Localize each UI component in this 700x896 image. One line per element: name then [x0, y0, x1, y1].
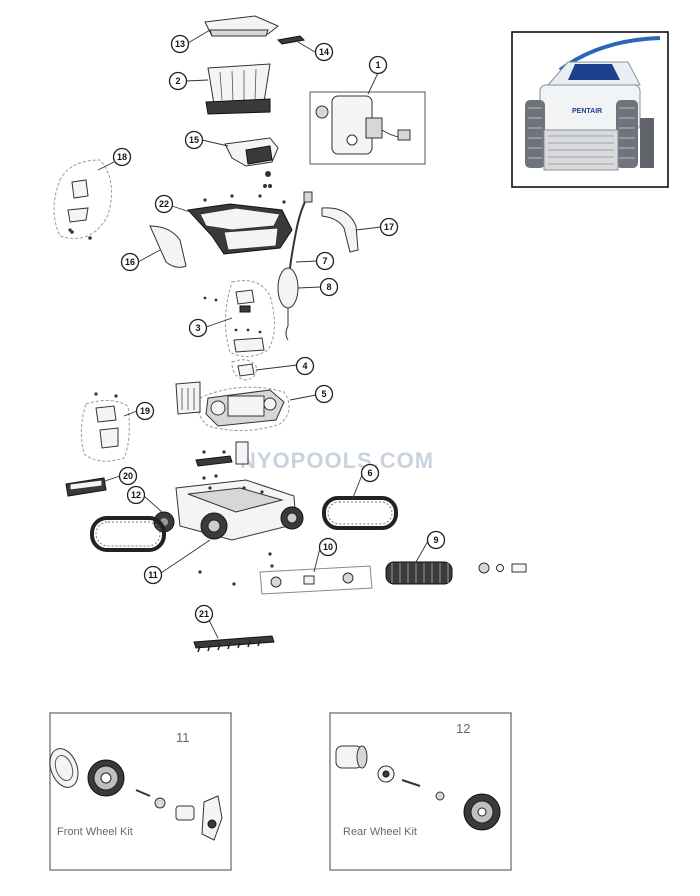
svg-text:18: 18 — [117, 152, 127, 162]
svg-text:16: 16 — [125, 257, 135, 267]
callout-16: 16 — [120, 252, 140, 272]
part-17-handle — [321, 207, 359, 253]
callout-20: 20 — [118, 466, 138, 486]
callout-7: 7 — [315, 251, 335, 271]
svg-text:20: 20 — [123, 471, 133, 481]
svg-text:8: 8 — [326, 282, 331, 292]
callout-6: 6 — [360, 463, 380, 483]
part-15-bracket — [224, 137, 279, 188]
callout-8: 8 — [319, 277, 339, 297]
svg-text:10: 10 — [323, 542, 333, 552]
part-11-front-wheel — [200, 506, 304, 540]
front-kit-parts — [49, 748, 223, 841]
svg-text:12: 12 — [131, 490, 141, 500]
callout-1: 1 — [368, 55, 388, 75]
callout-14: 14 — [314, 42, 334, 62]
watermark: NYOPOOLS.COM — [240, 448, 434, 473]
callout-17: 17 — [379, 217, 399, 237]
callout-12: 12 — [126, 485, 146, 505]
callout-2: 2 — [168, 71, 188, 91]
callout-19: 19 — [135, 401, 155, 421]
svg-text:2: 2 — [175, 76, 180, 86]
loose-screws — [68, 228, 236, 586]
part-10-axle-kit — [259, 552, 373, 595]
rear-kit-label: Rear Wheel Kit — [343, 826, 417, 838]
part-20-brush-guard — [65, 477, 107, 497]
svg-text:9: 9 — [433, 535, 438, 545]
part-brush-hardware — [478, 562, 527, 574]
svg-text:11: 11 — [148, 570, 158, 580]
callout-5: 5 — [314, 384, 334, 404]
part-1-power-supply — [309, 91, 426, 165]
part-4-seal — [231, 359, 257, 381]
svg-text:19: 19 — [140, 406, 150, 416]
svg-text:15: 15 — [189, 135, 199, 145]
front-wheel-kit: 11 Front Wheel Kit — [49, 712, 232, 871]
part-13-top-cover — [204, 15, 279, 37]
svg-text:22: 22 — [159, 199, 169, 209]
callout-4: 4 — [295, 356, 315, 376]
callout-11: 11 — [143, 565, 163, 585]
svg-text:5: 5 — [321, 389, 326, 399]
svg-text:3: 3 — [195, 323, 200, 333]
part-19-clip-group — [80, 392, 130, 462]
part-8-swivel — [277, 267, 299, 341]
part-18-side-panel-group — [53, 159, 113, 240]
part-21-comb — [193, 635, 275, 653]
part-16-side-plate-left — [149, 225, 187, 268]
part-base-chassis — [175, 474, 297, 541]
part-shaft-coupler — [195, 441, 249, 467]
rear-kit-number: 12 — [456, 721, 470, 736]
part-track-left — [90, 516, 166, 552]
photo-brand: PENTAIR — [572, 108, 602, 115]
svg-text:17: 17 — [384, 222, 394, 232]
callout-22: 22 — [154, 194, 174, 214]
callout-10: 10 — [318, 537, 338, 557]
part-7-cable — [289, 191, 313, 269]
part-9-brush — [385, 561, 453, 585]
leader-lines — [97, 29, 429, 639]
svg-text:13: 13 — [175, 39, 185, 49]
front-kit-number: 11 — [176, 730, 190, 745]
rear-wheel-kit: 12 Rear Wheel Kit — [329, 712, 512, 871]
callout-13: 13 — [170, 34, 190, 54]
product-photo: PENTAIR — [511, 31, 669, 188]
callout-21: 21 — [194, 604, 214, 624]
part-3-control-group — [203, 280, 275, 357]
svg-text:1: 1 — [375, 60, 380, 70]
svg-text:7: 7 — [322, 256, 327, 266]
part-impeller-screen — [175, 381, 201, 415]
part-22-main-housing — [186, 194, 293, 255]
callout-15: 15 — [184, 130, 204, 150]
callout-18: 18 — [112, 147, 132, 167]
front-kit-label: Front Wheel Kit — [57, 826, 133, 838]
callout-3: 3 — [188, 318, 208, 338]
svg-text:6: 6 — [367, 468, 372, 478]
part-6-track — [322, 496, 398, 530]
rear-kit-parts — [335, 745, 501, 831]
part-5-motor-block — [197, 386, 290, 432]
part-2-filter-basket — [205, 63, 271, 115]
svg-text:14: 14 — [319, 47, 329, 57]
callout-9: 9 — [426, 530, 446, 550]
svg-text:4: 4 — [302, 361, 307, 371]
part-14-latch — [276, 35, 306, 45]
svg-text:21: 21 — [199, 609, 209, 619]
